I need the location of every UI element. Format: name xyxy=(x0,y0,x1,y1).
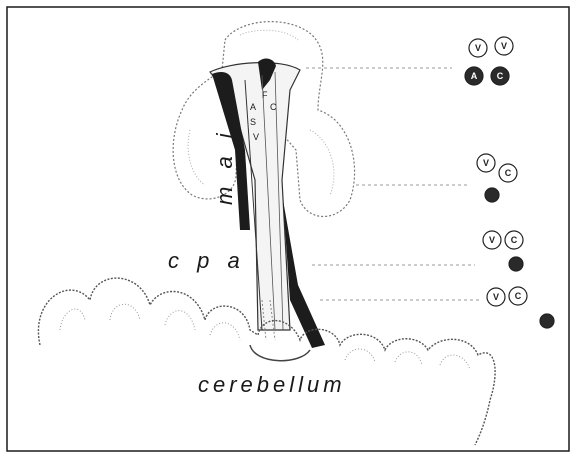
nerve-letter-c: C xyxy=(270,102,277,112)
nerve-cross-section-letter: V xyxy=(475,43,481,53)
nerve-cross-section-letter: C xyxy=(511,235,518,245)
label-cpa: c p a xyxy=(168,248,246,273)
leader-lines xyxy=(306,68,480,300)
nerve-cross-section-letter: V xyxy=(489,235,495,245)
cross-section-legend: V V A C V C V C V C xyxy=(465,37,554,328)
label-cerebellum: cerebellum xyxy=(198,372,346,397)
nerve-cross-section-letter: C xyxy=(505,168,512,178)
nerve-letter-s: S xyxy=(250,117,256,127)
nerve-cross-section-letter: A xyxy=(471,71,478,81)
label-mai: m a i xyxy=(212,127,237,205)
nerve-cross-section-letter: V xyxy=(483,158,489,168)
cerebellum-shading xyxy=(250,345,310,361)
nerve-cross-section-letter: V xyxy=(493,292,499,302)
nerve-letter-v: V xyxy=(253,132,259,142)
nerve-cross-section-circle xyxy=(509,257,523,271)
nerve-cross-section-letter: V xyxy=(501,41,507,51)
nerve-letter-f: F xyxy=(262,90,268,100)
nerve-letter-a: A xyxy=(250,102,256,112)
nerve-cross-section-letter: C xyxy=(515,291,522,301)
nerve-cross-section-circle xyxy=(485,188,499,202)
nerve-cross-section-letter: C xyxy=(497,71,504,81)
nerve-cross-section-circle xyxy=(540,314,554,328)
